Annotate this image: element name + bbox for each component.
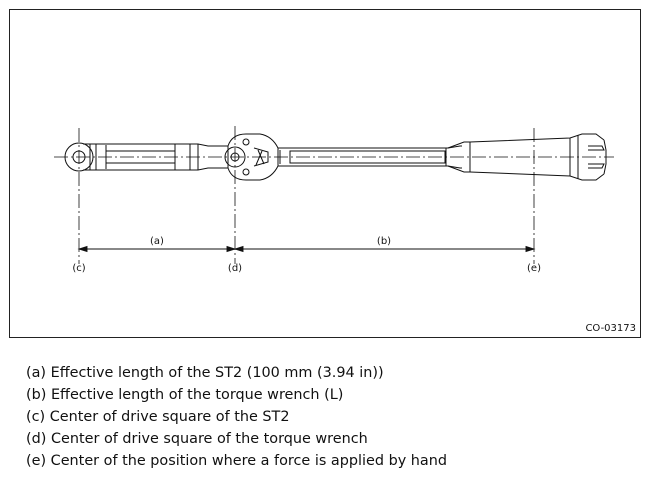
handle-bottom <box>469 171 605 181</box>
label-d: (d) <box>228 263 242 274</box>
ratchet-lever <box>253 147 269 167</box>
label-e: (e) <box>527 263 541 274</box>
label-b: (b) <box>377 236 391 247</box>
arrow-head <box>226 245 237 253</box>
label-c: (c) <box>72 263 85 274</box>
collar-bottom <box>447 165 470 173</box>
legend-item-c: (c) Center of drive square of the ST2 <box>26 409 290 425</box>
shaft-bottom <box>278 165 462 169</box>
handle-end-slot <box>588 163 605 169</box>
torque-wrench-diagram: (a) (b) (c) (d) (e) <box>54 126 614 274</box>
arrow-head <box>233 245 244 253</box>
ratchet-lever-detail <box>255 150 263 166</box>
handle-top <box>469 133 605 143</box>
st2-body-top <box>83 143 228 147</box>
figure-code: CO-03173 <box>585 323 636 334</box>
label-a: (a) <box>150 236 164 247</box>
ratchet-screw <box>242 138 250 146</box>
figure-frame: (a) (b) (c) (d) (e) CO-03173 <box>9 9 641 338</box>
st2-body-bottom <box>83 167 228 171</box>
arrow-head <box>77 245 88 253</box>
legend-list: (a) Effective length of the ST2 (100 mm … <box>26 362 447 472</box>
legend-item-b: (b) Effective length of the torque wrenc… <box>26 387 344 403</box>
legend-item-e: (e) Center of the position where a force… <box>26 453 447 469</box>
legend-item-d: (d) Center of drive square of the torque… <box>26 431 368 447</box>
legend-item-a: (a) Effective length of the ST2 (100 mm … <box>26 365 384 381</box>
shaft-top <box>278 145 462 149</box>
collar-top <box>447 141 470 149</box>
arrow-head <box>525 245 536 253</box>
ratchet-screw <box>242 168 250 176</box>
wrench-handle <box>469 133 607 181</box>
handle-end-slot <box>588 145 605 151</box>
